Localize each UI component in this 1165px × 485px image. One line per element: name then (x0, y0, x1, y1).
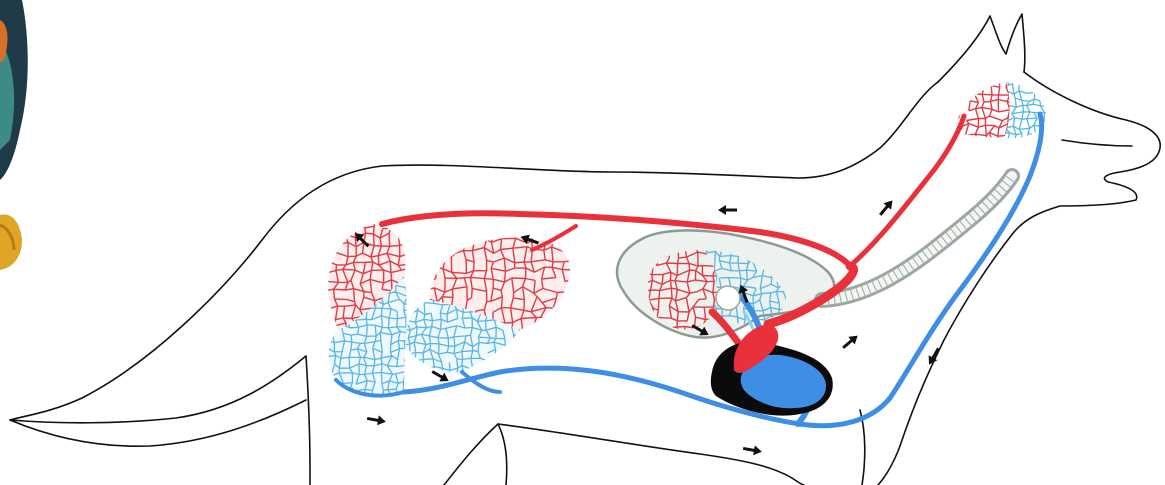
rear-leg-outline (306, 356, 310, 485)
flow-arrow (366, 414, 386, 427)
hind-leg-inner-outline (444, 424, 507, 485)
belly-outline (498, 424, 804, 485)
flow-arrow (876, 197, 896, 218)
ear-outline (938, 14, 1025, 82)
flow-arrow-head (718, 205, 726, 215)
lung (617, 176, 1012, 338)
flow-arrow (840, 332, 861, 352)
lung-root-node (716, 286, 740, 310)
edge-artwork-gold-shape (0, 214, 22, 270)
edge-artwork (0, 0, 28, 270)
flow-arrow-head (753, 445, 763, 456)
flow-arrow (718, 205, 737, 215)
flow-arrow (742, 444, 762, 457)
muzzle-detail (1062, 140, 1132, 146)
flow-arrow-head (377, 415, 387, 426)
